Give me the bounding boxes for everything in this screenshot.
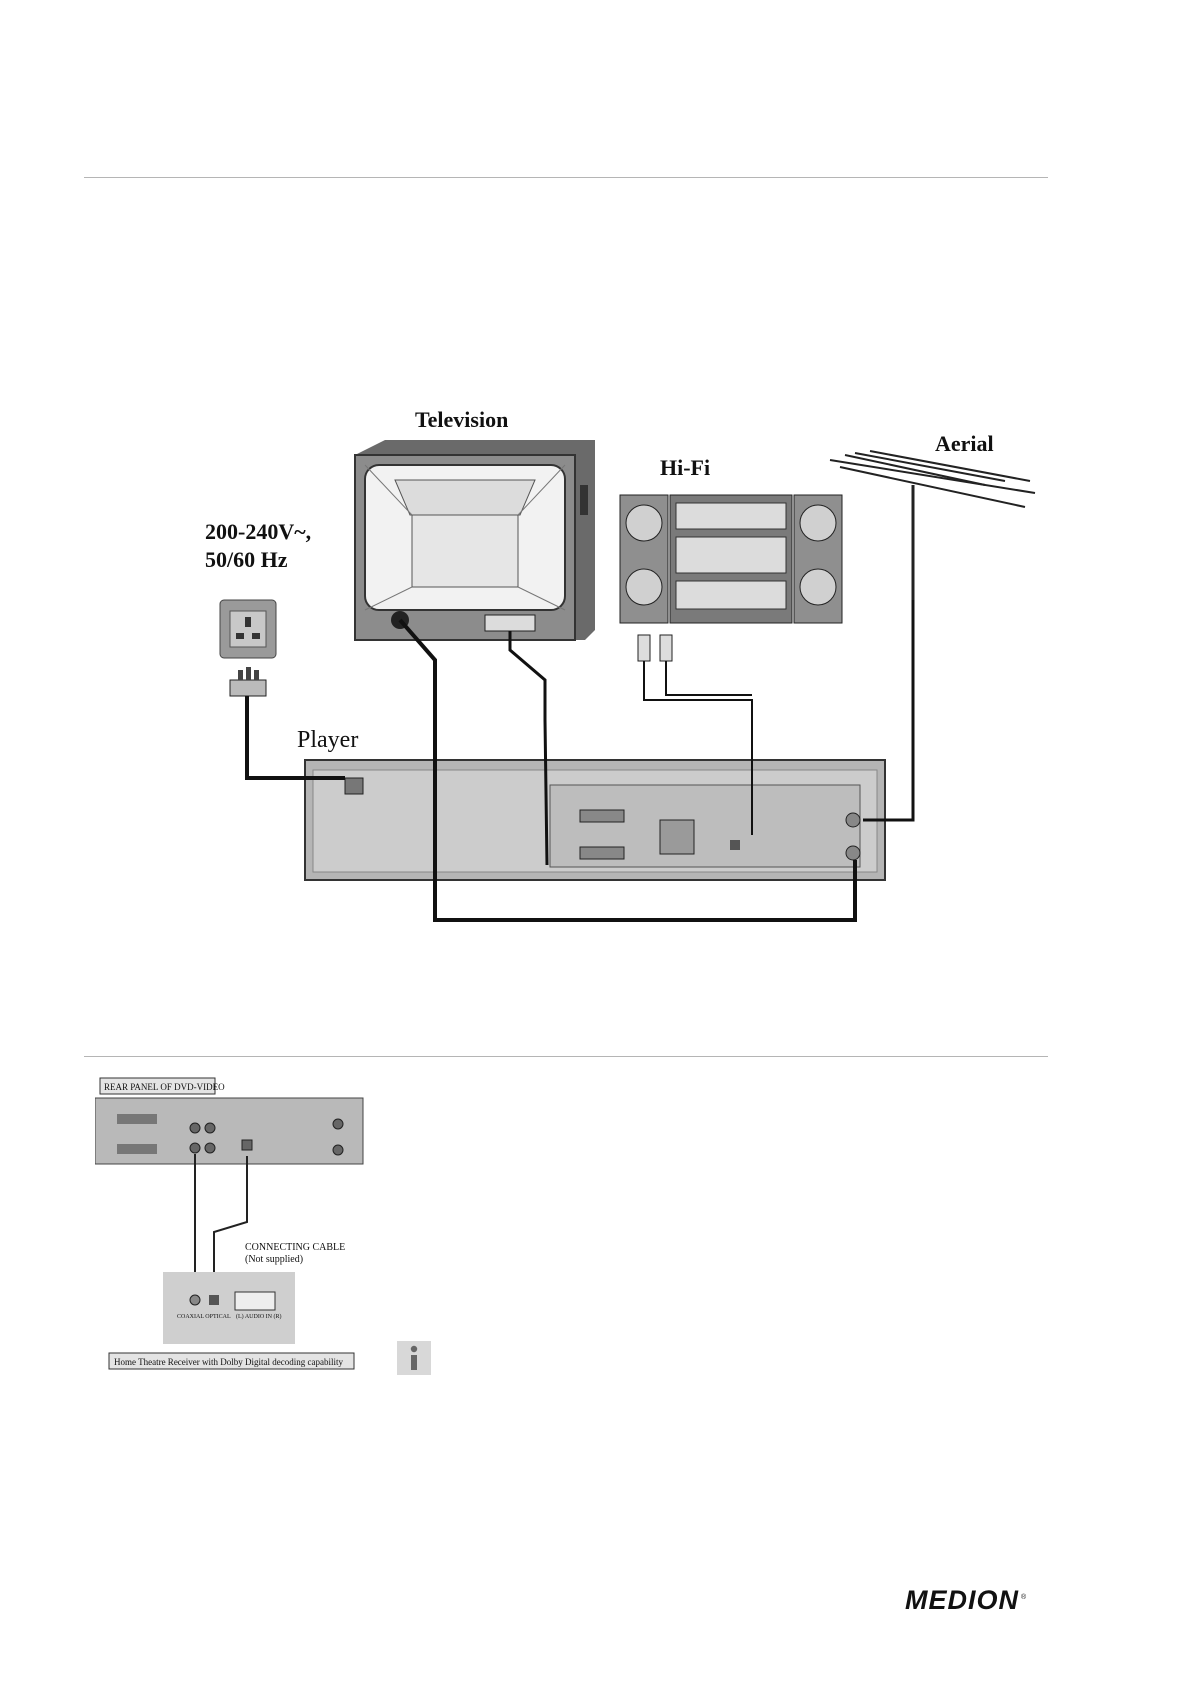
rear-panel-diagram: REAR PANEL OF DVD-VIDEO CONNECTING CABLE…: [95, 1072, 365, 1372]
hifi-label: Hi-Fi: [660, 455, 710, 480]
power-plug: [230, 667, 266, 696]
registered-mark: ®: [1021, 1594, 1027, 1601]
receiver-caption: Home Theatre Receiver with Dolby Digital…: [114, 1357, 344, 1367]
logo-text: MEDION: [905, 1585, 1019, 1615]
receiver-audio-label: (L) AUDIO IN (R): [236, 1313, 282, 1320]
info-icon: [397, 1341, 431, 1375]
aerial: [830, 451, 1035, 600]
television-label: Television: [415, 407, 508, 432]
hifi-system: [620, 495, 842, 661]
receiver-jacks-label: COAXIAL OPTICAL: [177, 1314, 231, 1320]
player-label: Player: [297, 727, 358, 753]
power-socket: [220, 600, 276, 658]
connection-diagram: Television Hi-Fi Aerial 200-240V~, 50/60…: [190, 395, 1050, 935]
dvd-player: [305, 760, 885, 880]
top-divider: [84, 177, 1048, 178]
power-label-line1: 200-240V~,: [205, 519, 311, 544]
rear-panel-title: REAR PANEL OF DVD-VIDEO: [104, 1082, 225, 1092]
cable-label-line1: CONNECTING CABLE: [245, 1242, 345, 1253]
power-label-line2: 50/60 Hz: [205, 547, 288, 572]
brand-logo: MEDION®: [905, 1585, 1027, 1616]
cable-label-line2: (Not supplied): [245, 1254, 303, 1265]
middle-divider: [84, 1056, 1048, 1057]
television: [355, 440, 595, 640]
aerial-label: Aerial: [935, 431, 994, 456]
